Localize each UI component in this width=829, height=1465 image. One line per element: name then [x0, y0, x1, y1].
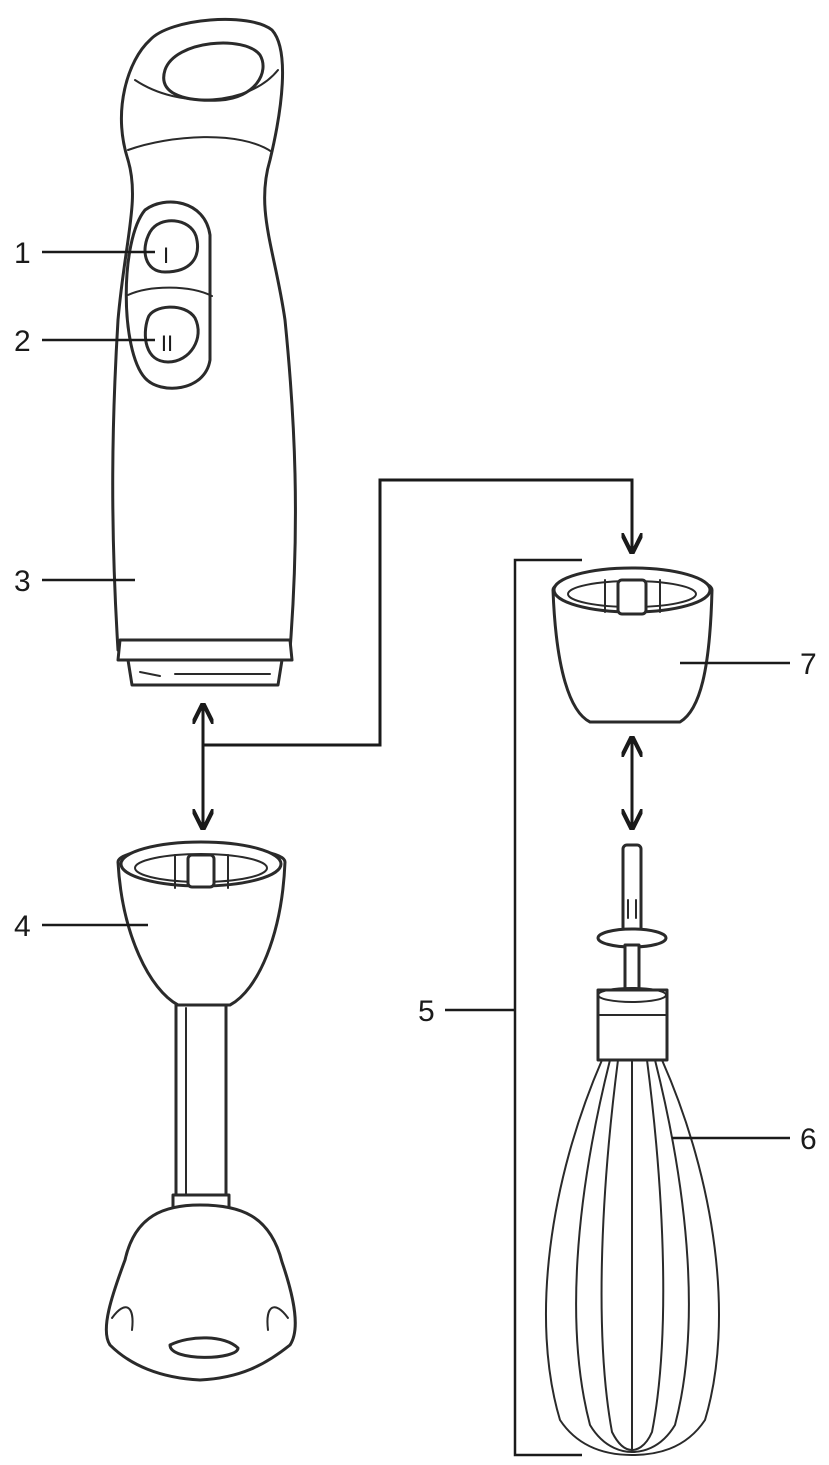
speed-2-mark: II — [161, 331, 173, 356]
label-2: 2 — [14, 325, 31, 358]
label-6: 6 — [800, 1123, 817, 1156]
label-7: 7 — [800, 648, 817, 681]
speed-1-mark: I — [163, 243, 169, 268]
speed-1-button[interactable] — [145, 221, 198, 272]
whisk — [546, 845, 719, 1455]
whisk-gear-adapter — [553, 568, 712, 722]
motor-unit: I II — [113, 19, 296, 685]
motor-base-collar — [118, 640, 292, 660]
label-4: 4 — [14, 910, 31, 943]
blender-shaft-attachment — [106, 842, 295, 1380]
label-3: 3 — [14, 565, 31, 598]
motor-coupling-ring — [128, 660, 282, 685]
label-5: 5 — [418, 995, 435, 1028]
label-1: 1 — [14, 237, 31, 270]
